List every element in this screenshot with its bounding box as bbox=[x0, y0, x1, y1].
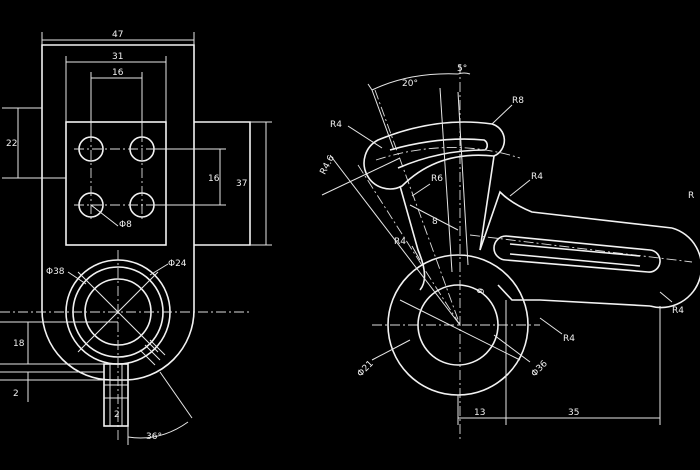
left-view: 47 31 16 22 16 37 Φ8 Φ38 Φ24 bbox=[0, 30, 272, 445]
dim-circle-phi38: Φ38 bbox=[46, 267, 65, 277]
dim-r8-far: R bbox=[688, 191, 694, 201]
leader-r4-right bbox=[659, 291, 673, 303]
lower-slot-inner bbox=[509, 243, 641, 267]
dim-height-16: 16 bbox=[208, 174, 220, 184]
dim-width-47: 47 bbox=[112, 30, 123, 40]
dim-small-2: 2 bbox=[114, 410, 120, 420]
lower-arm-lower-edge bbox=[497, 284, 651, 307]
left-side-tab bbox=[194, 121, 251, 246]
dim-phi21: Φ21 bbox=[356, 359, 376, 379]
top-angle-construction bbox=[367, 72, 471, 91]
dim-r4-bottom: R4 bbox=[563, 334, 575, 344]
leader-r4-top bbox=[347, 125, 383, 149]
dim-r4-left: R4 bbox=[394, 237, 406, 247]
leader-r4-bottom bbox=[539, 317, 563, 335]
dim-r4-6: R4.6 bbox=[319, 153, 338, 176]
dim-d8: 8 bbox=[432, 217, 438, 227]
lower-slot-outer bbox=[493, 235, 661, 273]
dim-phi36: Φ36 bbox=[530, 359, 550, 379]
upper-slot-outer bbox=[363, 121, 506, 190]
bottom-dimensions bbox=[457, 300, 661, 425]
leader-r6 bbox=[411, 183, 431, 197]
hole-center-lines bbox=[74, 132, 159, 222]
leader-phi36 bbox=[493, 334, 531, 363]
dim-height-22: 22 bbox=[6, 139, 17, 149]
angle-36-construction bbox=[127, 371, 193, 445]
dim-d9: 9 bbox=[476, 287, 487, 295]
bottom-left-dimensions bbox=[0, 321, 118, 402]
upper-arm-left-edge bbox=[399, 185, 426, 291]
dim-width-31: 31 bbox=[112, 52, 123, 62]
dim-r4-right: R4 bbox=[672, 306, 684, 316]
upper-arm-right-edge bbox=[479, 155, 495, 251]
dim-angle-5: 5° bbox=[457, 64, 467, 74]
dim-r8: R8 bbox=[512, 96, 524, 106]
right-view: 20° 5° R8 R4 R4.6 R6 R4 R4 R R4 R4 8 9 Φ… bbox=[319, 64, 700, 440]
leader-phi21 bbox=[371, 339, 411, 361]
dim-height-2: 2 bbox=[13, 389, 19, 399]
leader-phi8 bbox=[90, 204, 119, 227]
pivot-inner-circle bbox=[417, 284, 499, 366]
upper-slot-centerline bbox=[375, 147, 521, 161]
dim-angle-20: 20° bbox=[402, 79, 418, 89]
left-square-plate bbox=[65, 121, 167, 246]
left-body-outline bbox=[41, 44, 195, 381]
dim-height-18: 18 bbox=[13, 339, 25, 349]
dim-r6: R6 bbox=[431, 174, 443, 184]
dim-angle-36: 36° bbox=[146, 432, 162, 442]
leader-r8 bbox=[491, 104, 513, 125]
leader-phi24 bbox=[149, 263, 169, 276]
right-center-lines bbox=[357, 64, 693, 440]
left-circle-center-lines bbox=[0, 250, 250, 440]
dim-r4-top: R4 bbox=[330, 120, 342, 130]
lower-arm-upper-edge bbox=[479, 190, 673, 251]
upper-slot-inner bbox=[389, 138, 489, 169]
dim-height-37: 37 bbox=[236, 179, 247, 189]
dim-width-13: 13 bbox=[474, 408, 485, 418]
left-top-dimensions bbox=[41, 32, 195, 137]
left-side-dimensions bbox=[2, 107, 66, 179]
leader-phi38 bbox=[67, 271, 87, 285]
leader-r4-mid bbox=[509, 179, 531, 197]
dim-width-16: 16 bbox=[112, 68, 124, 78]
dim-hole-phi8: Φ8 bbox=[119, 220, 132, 230]
dim-width-35: 35 bbox=[568, 408, 579, 418]
left-chamfer-marks bbox=[139, 339, 166, 366]
left-stem bbox=[103, 363, 129, 427]
dim-r4-mid: R4 bbox=[531, 172, 543, 182]
dim-circle-phi24: Φ24 bbox=[168, 259, 187, 269]
right-side-dimensions bbox=[154, 121, 272, 246]
leader-r4-left bbox=[411, 245, 421, 261]
right-construction-lines bbox=[321, 87, 521, 361]
